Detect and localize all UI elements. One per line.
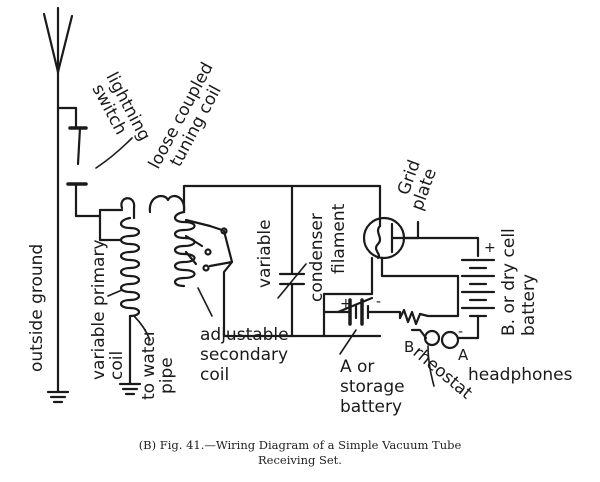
terminal-a-label: A [458, 346, 469, 364]
primary-coil-icon [98, 197, 142, 396]
rheostat-leader-arrow [427, 345, 435, 387]
lightning-label: lightning switch [86, 69, 157, 158]
b-battery-label: B. or dry cell battery [499, 223, 539, 336]
tuning-coil-brace [148, 194, 186, 214]
b-battery-minus-sign: - [458, 324, 463, 340]
tuning-coil-label: loose coupled tuning coil [145, 54, 236, 180]
a-battery-minus-sign: - [376, 294, 381, 310]
a-battery-label: A or storage battery [340, 357, 410, 417]
lightning-switch-icon [56, 106, 102, 332]
b-battery-plus-sign: + [484, 240, 496, 256]
a-battery-plus-sign: + [340, 296, 352, 312]
b-battery-icon [460, 236, 496, 340]
grid-plate-label: Grid plate [390, 152, 443, 213]
secondary-coil-icon [173, 184, 382, 338]
primary-leader-arrow [107, 289, 123, 297]
a-battery-icon [322, 292, 402, 338]
secondary-leader-arrow [197, 287, 213, 317]
caption-line-2: Receiving Set. [258, 453, 342, 467]
figure-caption: (B) Fig. 41.—Wiring Diagram of a Simple … [0, 438, 600, 468]
antenna-icon [42, 6, 74, 110]
variable-label: variable [255, 219, 275, 288]
headphones-label: headphones [468, 365, 573, 385]
vacuum-tube-icon [348, 216, 480, 296]
switch-leader-arrow [95, 137, 133, 169]
water-pipe-leader-arrow [133, 315, 151, 341]
terminal-b-label: B [404, 338, 414, 356]
a-battery-leader-arrow [339, 329, 357, 355]
condenser-label: condenser [307, 213, 327, 302]
primary-coil-label: variable primary coil [89, 234, 127, 380]
outside-ground-label: outside ground [27, 244, 47, 372]
variable-condenser-icon [277, 184, 307, 338]
secondary-coil-label: adjustable secondary coil [200, 325, 294, 385]
outside-ground-icon [46, 328, 70, 404]
headphones-icon [410, 328, 480, 350]
filament-label: filament [329, 203, 349, 274]
caption-line-1: (B) Fig. 41.—Wiring Diagram of a Simple … [138, 438, 462, 452]
rheostat-icon [398, 274, 460, 326]
water-pipe-label: to water pipe [139, 324, 177, 400]
